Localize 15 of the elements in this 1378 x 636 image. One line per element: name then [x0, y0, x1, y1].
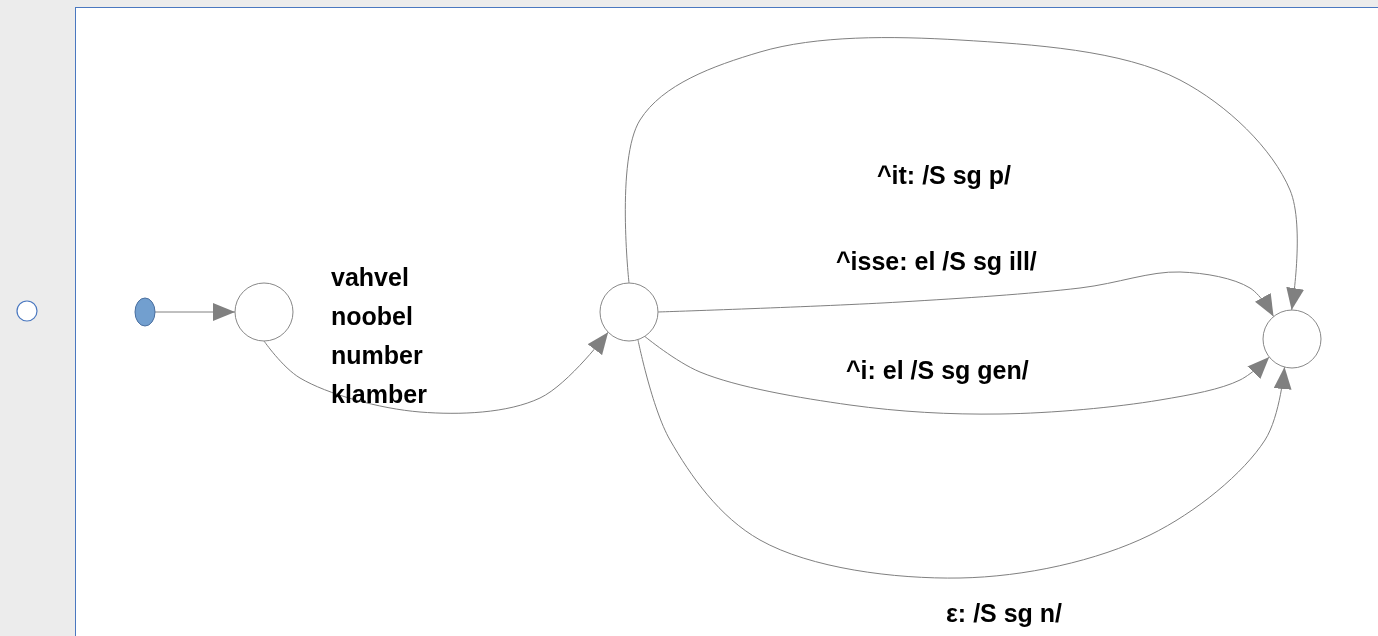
state-circle — [599, 282, 659, 342]
start-state — [134, 297, 156, 327]
transition-arrow — [154, 303, 236, 321]
transition-arrow — [644, 335, 1270, 415]
edge-label: ε: /S sg n/ — [946, 598, 1063, 628]
transition-arrow — [263, 331, 609, 414]
state-circle — [1262, 309, 1322, 369]
transition-arrow — [657, 271, 1275, 318]
edge-label: vahvel noobel number klamber — [331, 262, 427, 410]
edge-label: ^isse: el /S sg ill/ — [836, 246, 1037, 276]
transition-arrow — [624, 37, 1304, 311]
transition-arrow — [637, 339, 1292, 579]
state-circle — [234, 282, 294, 342]
edge-label: ^it: /S sg p/ — [877, 160, 1012, 190]
edge-label: ^i: el /S sg gen/ — [846, 355, 1029, 385]
